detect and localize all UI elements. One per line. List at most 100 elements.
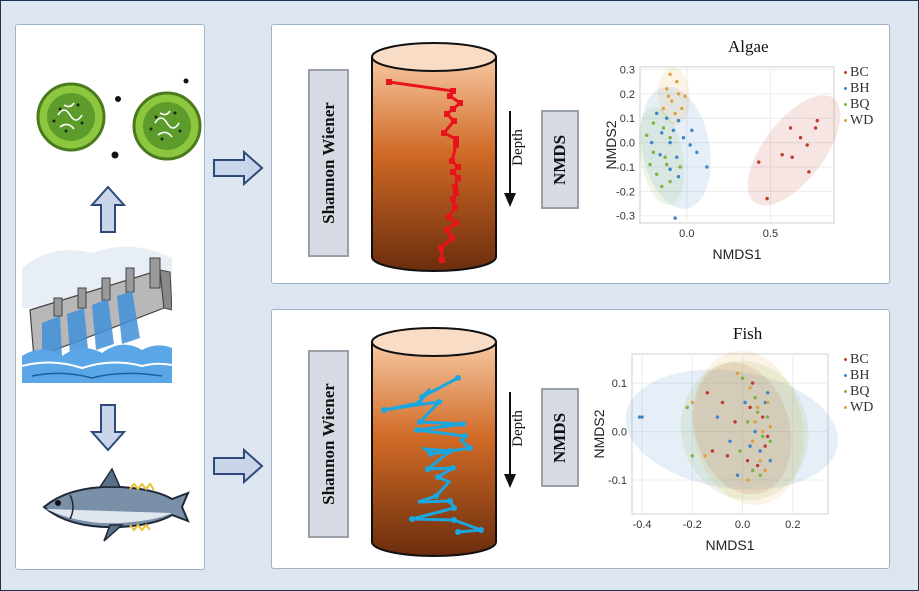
group-ellipse-bq	[680, 360, 809, 501]
data-point-bq	[760, 434, 765, 439]
legend-item-bc: BC	[844, 65, 869, 81]
data-point-bh	[675, 155, 679, 159]
plot-area	[631, 353, 829, 515]
x-axis-label: NMDS1	[712, 246, 761, 262]
left-illustration-panel	[15, 24, 205, 570]
x-tick-label: 0.2	[785, 519, 800, 531]
x-tick-label: -0.4	[633, 519, 652, 531]
data-point-bh	[640, 415, 644, 419]
data-point-bc	[705, 391, 710, 395]
data-point-wd	[765, 400, 770, 405]
data-point-wd	[683, 94, 687, 98]
data-point-wd	[661, 106, 666, 111]
y-tick-label: 0.0	[620, 138, 635, 150]
data-point-bq	[651, 121, 656, 125]
y-tick-label: -0.3	[616, 211, 635, 223]
data-point-bq	[738, 449, 742, 453]
data-point-bq	[661, 126, 666, 130]
data-point-bq	[758, 473, 762, 477]
right-arrow-icon-algae	[213, 150, 264, 186]
data-point-bc	[780, 153, 784, 157]
legend-item-bc: BC	[844, 352, 869, 368]
data-point-bq	[668, 179, 672, 184]
x-axis-label: NMDS1	[705, 537, 754, 553]
shannon-depth-line	[386, 79, 463, 263]
group-ellipse-bc	[693, 362, 792, 495]
data-point-bh	[673, 216, 677, 220]
data-point-bh	[753, 429, 757, 434]
data-point-bc	[790, 155, 794, 159]
shannon-wiener-label-box: Shannon Wiener	[308, 69, 349, 257]
data-point-bc	[815, 118, 819, 123]
data-point-bc	[765, 196, 769, 201]
y-tick-label: 0.0	[612, 427, 627, 439]
data-point-bh	[705, 165, 709, 169]
data-point-bh	[660, 131, 664, 135]
group-ellipse-bh	[625, 369, 838, 490]
data-point-bh	[668, 140, 672, 145]
x-tick-label: -0.2	[683, 519, 702, 531]
y-tick-label: 0.1	[620, 113, 635, 125]
data-point-bh	[676, 118, 681, 123]
shannon-depth-line	[381, 375, 484, 535]
data-point-bc	[748, 405, 752, 410]
data-point-bc	[798, 135, 803, 140]
data-point-bh	[765, 391, 770, 395]
data-point-bh	[735, 473, 740, 477]
y-tick-label: 0.2	[620, 89, 635, 101]
data-point-wd	[760, 429, 765, 434]
shannon-wiener-label: Shannon Wiener	[318, 102, 338, 224]
up-arrow-icon	[89, 185, 127, 233]
data-point-wd	[768, 425, 772, 429]
data-point-bq	[678, 165, 682, 169]
nmds-label: NMDS	[550, 134, 569, 185]
data-point-bc	[765, 434, 770, 439]
shannon-wiener-label-box: Shannon Wiener	[308, 350, 349, 538]
data-point-bc	[760, 415, 765, 419]
data-point-wd	[703, 454, 707, 458]
data-point-bq	[665, 162, 669, 167]
down-arrow-icon	[89, 404, 127, 452]
data-point-wd	[750, 439, 755, 443]
right-arrow-icon-fish	[213, 448, 264, 484]
data-point-bc	[763, 444, 767, 448]
chart-title: Fish	[733, 324, 763, 343]
data-point-bq	[655, 172, 659, 176]
legend-item-bh: BH	[844, 81, 869, 97]
data-point-wd	[668, 72, 672, 77]
data-point-bc	[788, 126, 793, 130]
data-point-bh	[768, 458, 772, 463]
y-tick-label: -0.1	[616, 162, 635, 174]
data-point-bh	[763, 400, 767, 405]
data-point-wd	[735, 371, 740, 376]
nmds-label-box: NMDS	[541, 110, 579, 209]
data-point-bc	[813, 126, 818, 130]
data-point-bc	[733, 420, 737, 424]
nmds-label-box: NMDS	[541, 388, 579, 487]
data-point-bh	[728, 439, 732, 443]
data-point-wd	[763, 468, 767, 473]
legend-item-bh: BH	[844, 368, 869, 384]
data-point-bc	[745, 458, 750, 463]
plot-area	[639, 66, 835, 224]
depth-label: Depth	[509, 410, 526, 447]
data-point-bq	[755, 410, 760, 414]
group-ellipse-wd	[657, 67, 690, 125]
data-point-wd	[745, 478, 750, 482]
data-point-bq	[648, 162, 652, 167]
data-point-bq	[745, 420, 750, 424]
data-point-wd	[666, 94, 671, 98]
data-point-bh	[655, 111, 659, 116]
data-point-bc	[805, 143, 809, 147]
data-point-bh	[715, 415, 720, 419]
depth-arrow-icon	[504, 392, 516, 488]
legend-item-wd: WD	[844, 400, 873, 416]
data-point-wd	[753, 420, 757, 424]
legend-item-bq: BQ	[844, 97, 869, 113]
data-point-bh	[681, 135, 686, 140]
legend-item-bq: BQ	[844, 384, 869, 400]
data-point-bc	[807, 170, 811, 174]
data-point-bh	[695, 150, 699, 155]
